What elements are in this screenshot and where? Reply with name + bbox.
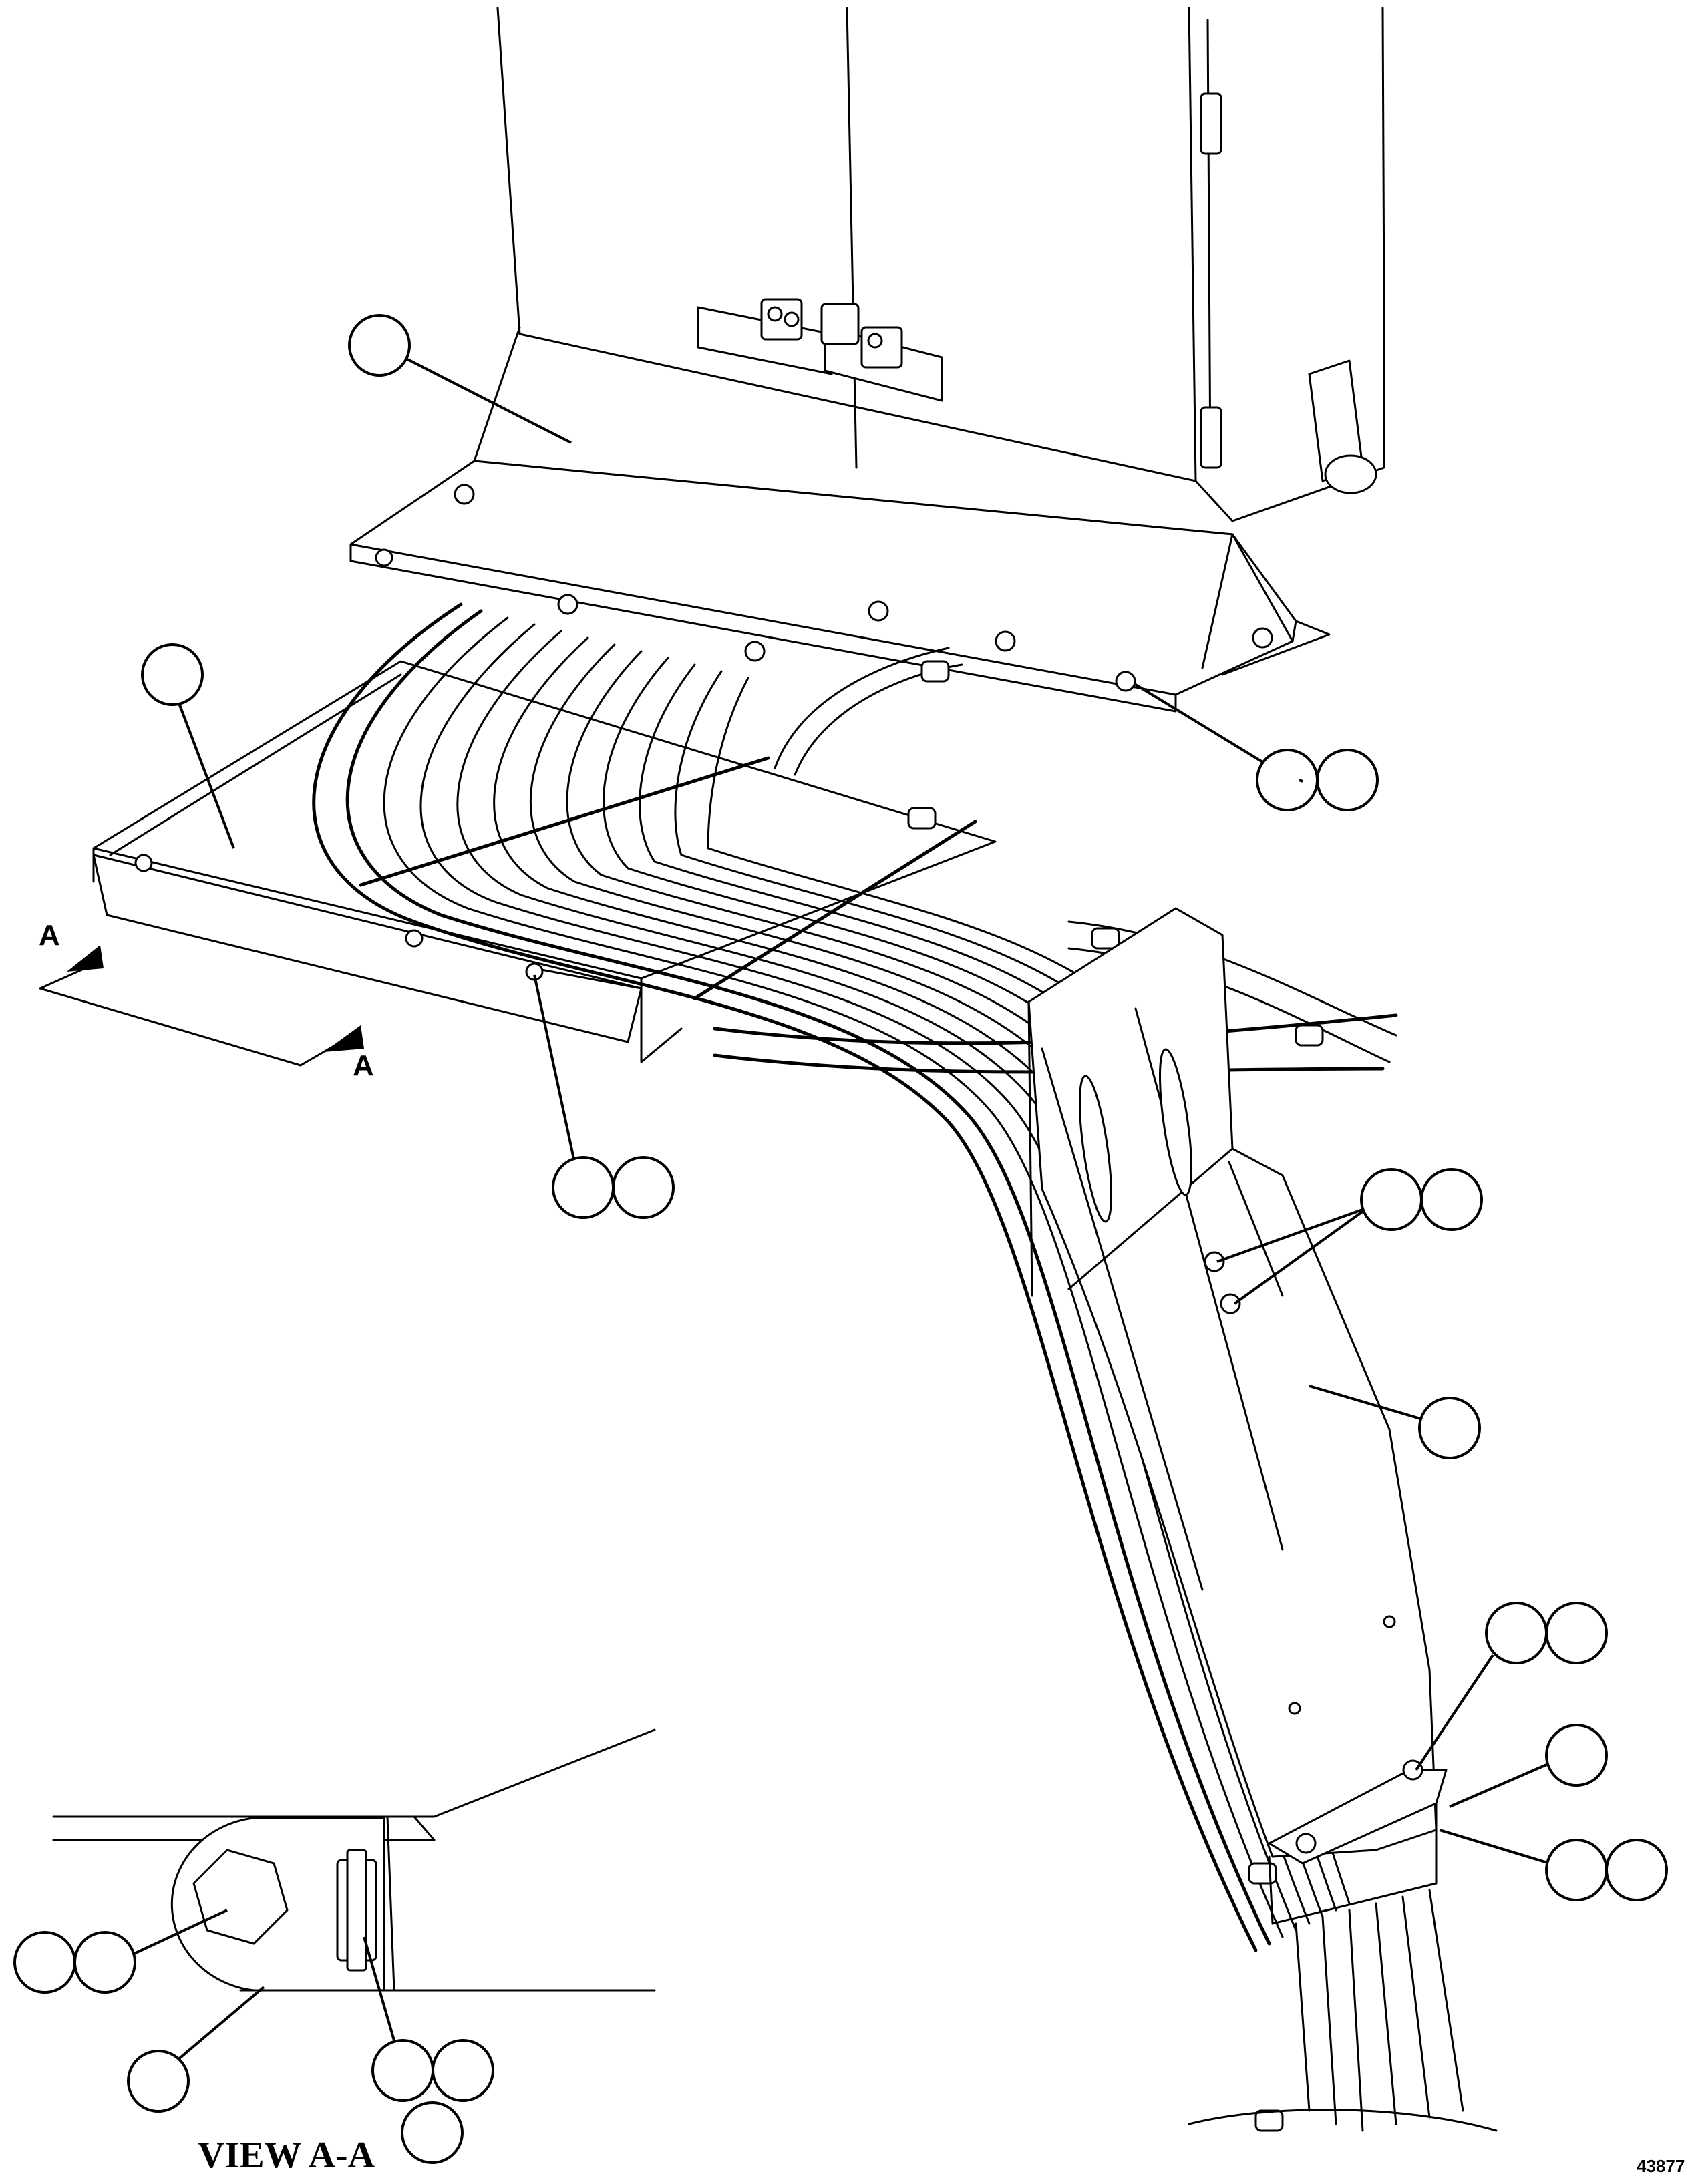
section-arrow: A A: [39, 919, 374, 1082]
hinge-icon: [1200, 406, 1222, 469]
callout-bubble: [1545, 1602, 1608, 1664]
callout-bubble: [1360, 1168, 1423, 1231]
callout-bubble: [1485, 1602, 1548, 1664]
callout-bubble: [1605, 1839, 1668, 1901]
bolt-icon: [1402, 1759, 1423, 1781]
knob-icon: [1324, 454, 1377, 494]
hose-tray: [92, 660, 997, 1063]
cabinet-base-plate: [349, 326, 1331, 713]
callouts: [13, 314, 1668, 2164]
figure-number: 43877: [1637, 2156, 1685, 2176]
bolt-icon: [375, 484, 1273, 692]
section-letter-top: A: [39, 919, 60, 952]
callout-bubble: [1418, 1397, 1481, 1459]
callout-bubble: [73, 1931, 136, 1994]
callout-bubble: [401, 2101, 464, 2164]
callout-bubble: [1256, 749, 1319, 811]
slot-icon: [1079, 1075, 1112, 1223]
hose-bundle: [312, 602, 1398, 2132]
callout-bubble: [1545, 1724, 1608, 1787]
latch-icon: [697, 298, 833, 375]
rivet-icon: [405, 929, 424, 948]
callout-bubble: [612, 1156, 675, 1219]
clamp-icon: [907, 660, 1324, 2132]
callout-bubble: [1545, 1839, 1608, 1901]
bolt-icon: [1295, 1833, 1317, 1854]
section-letter-bottom: A: [353, 1049, 374, 1082]
callout-bubble: [552, 1156, 615, 1219]
bolt-icon: [1220, 1293, 1241, 1314]
callout-bubble: [1420, 1168, 1483, 1231]
callout-bubble: [432, 2039, 494, 2102]
callout-bubble: [1316, 749, 1379, 811]
hex-nut-icon: [192, 1849, 289, 1945]
callout-bubble: [348, 314, 411, 377]
pin-icon: [1288, 1702, 1301, 1715]
callout-bubble: [13, 1931, 76, 1994]
slot-icon: [1159, 1048, 1192, 1196]
pin-icon: [1383, 1615, 1396, 1628]
rivet-icon: [134, 854, 153, 872]
riser-cover: [1027, 907, 1498, 2132]
callout-bubble: [127, 2050, 190, 2113]
latch-icon: [820, 303, 943, 402]
view-label: VIEW A-A: [198, 2135, 375, 2176]
hinge-icon: [1200, 92, 1222, 155]
callout-bubble: [371, 2039, 434, 2102]
bolt-icon: [1204, 1251, 1225, 1272]
cabinet: [496, 7, 1385, 522]
callout-bubble: [141, 643, 204, 706]
detail-view-a-a: VIEW A-A: [52, 1728, 656, 2176]
